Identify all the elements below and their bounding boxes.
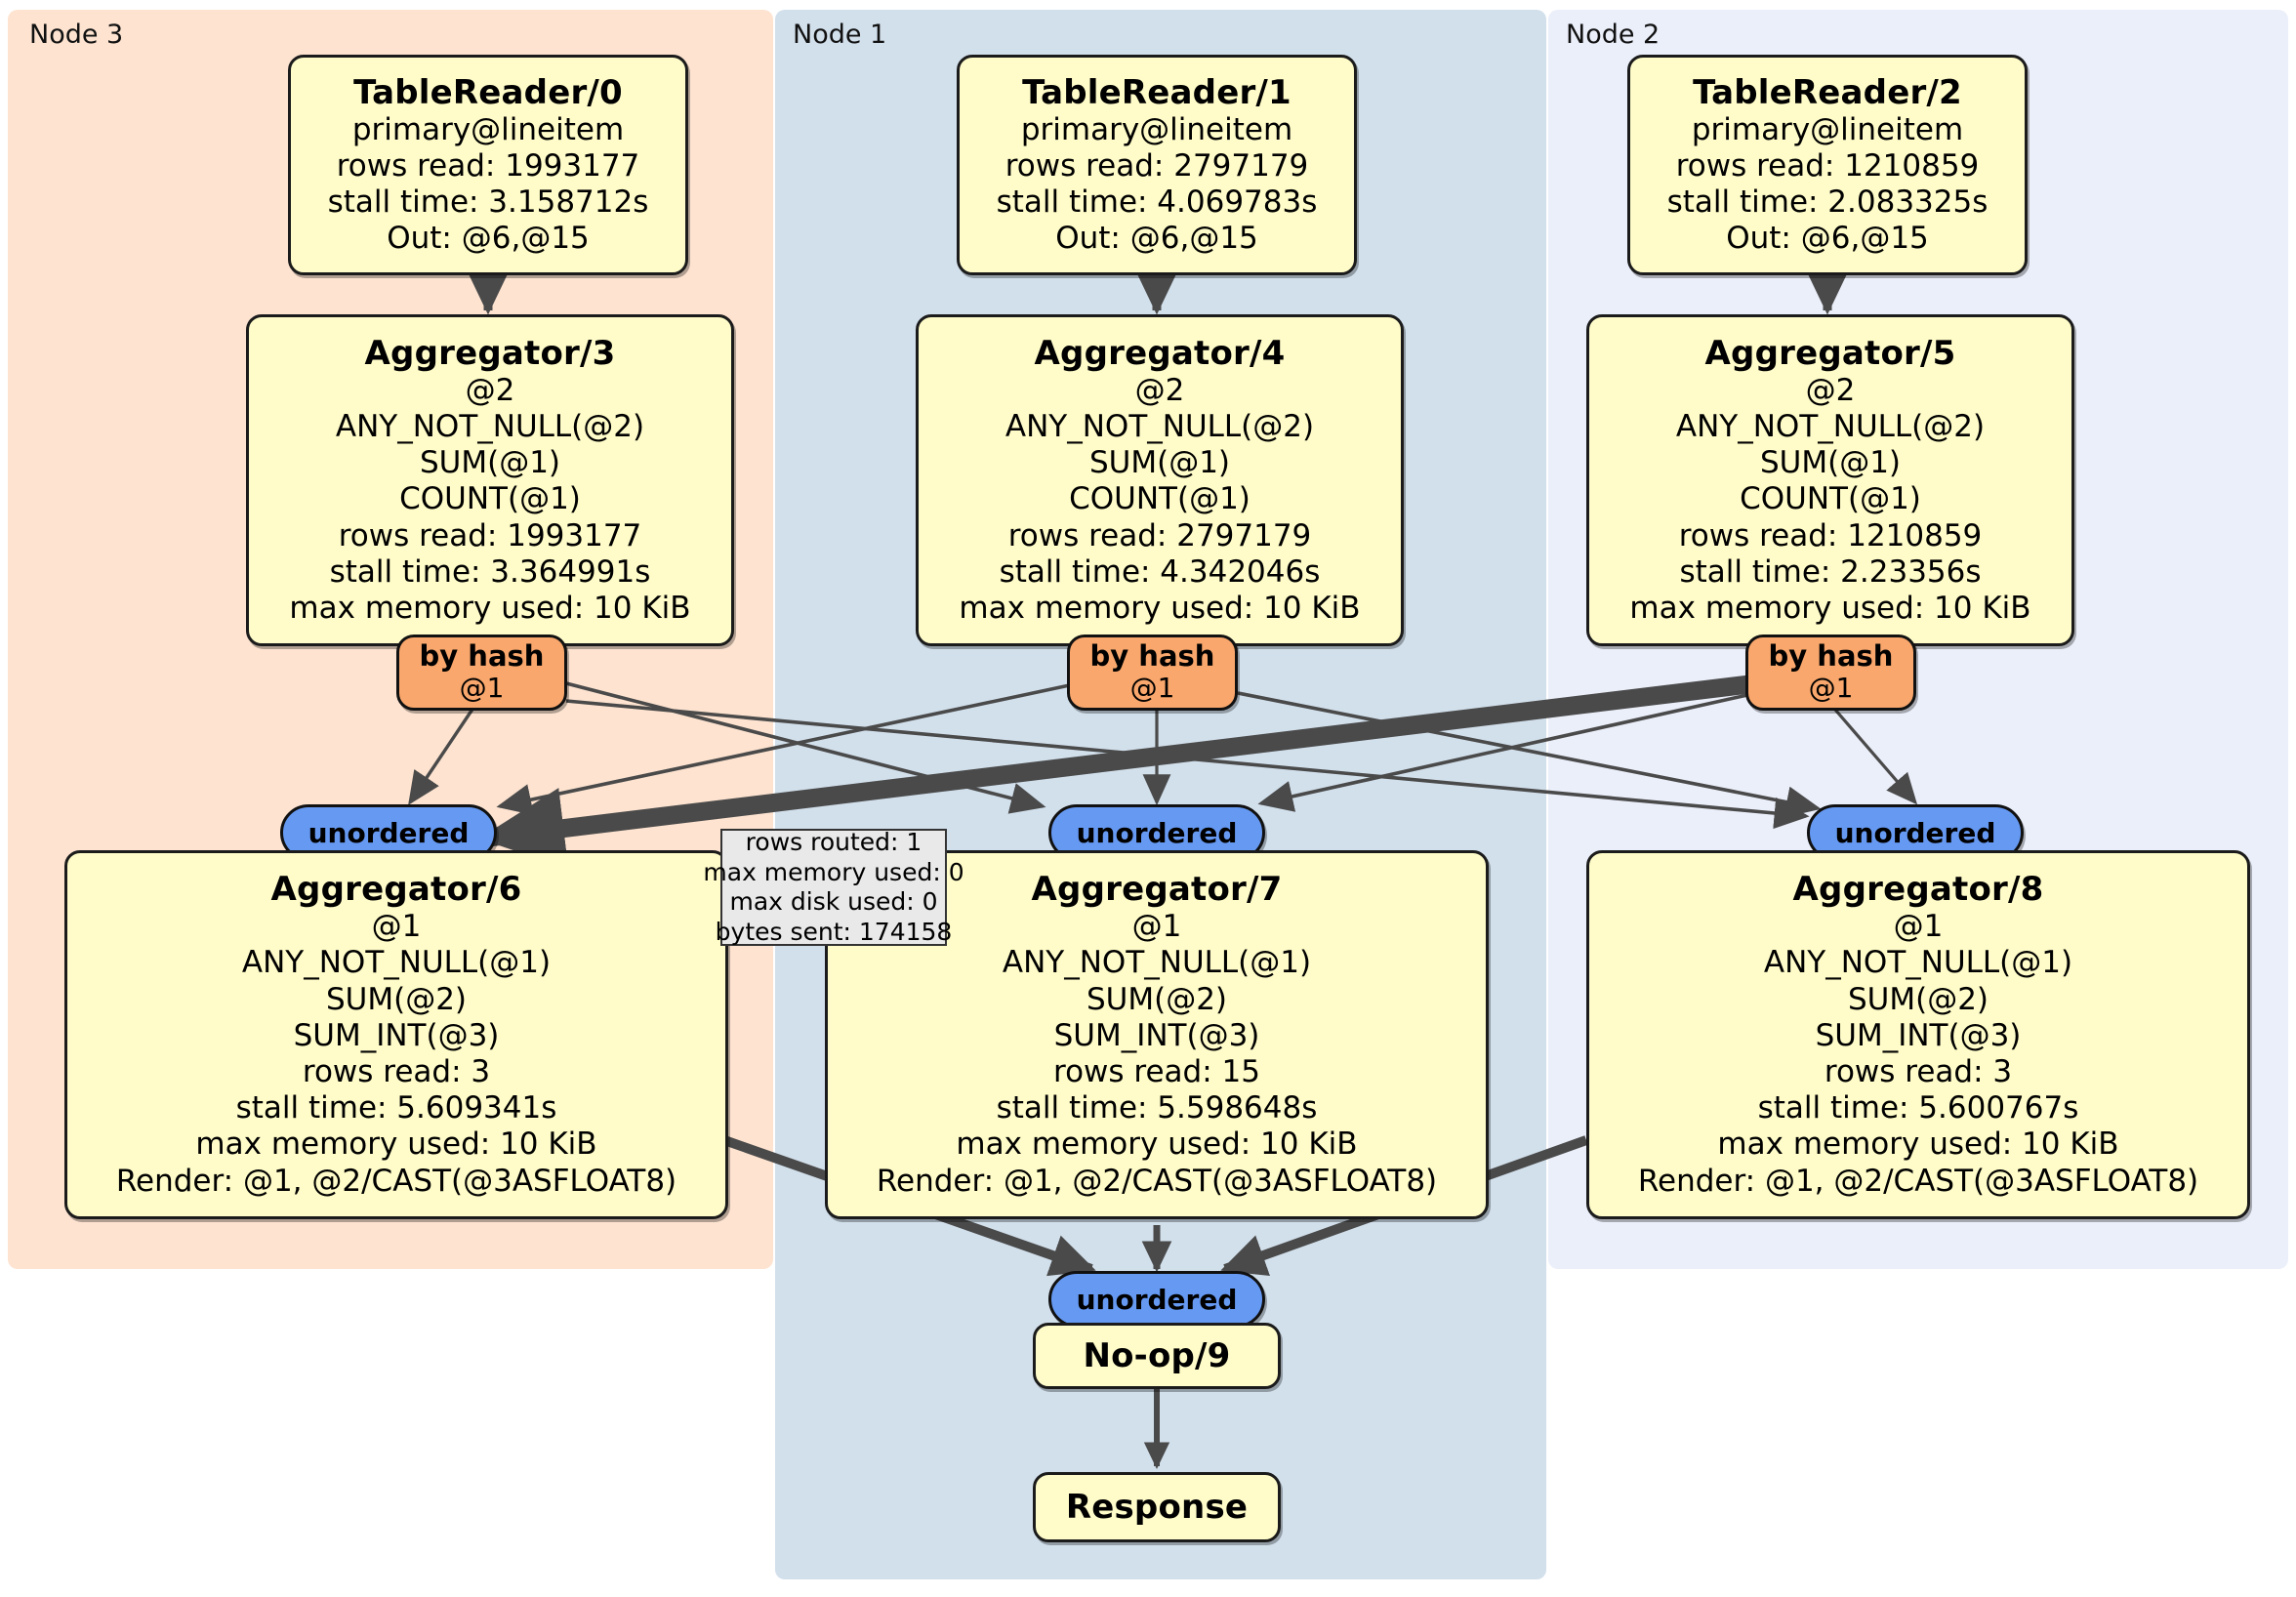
processor-detail: SUM(@1) — [419, 445, 561, 481]
router-type-label: by hash — [1768, 638, 1894, 673]
processor-detail: stall time: 2.23356s — [1679, 553, 1982, 590]
processor-detail: stall time: 4.342046s — [999, 553, 1321, 590]
processor-detail: stall time: 5.609341s — [235, 1090, 557, 1126]
router-by-hash-node-2[interactable]: by hash @1 — [1745, 635, 1916, 711]
processor-detail: Render: @1, @2/CAST(@3ASFLOAT8) — [876, 1163, 1438, 1199]
processor-tablereader-0[interactable]: TableReader/0 primary@lineitem rows read… — [288, 55, 688, 275]
processor-title: Response — [1065, 1487, 1249, 1527]
processor-detail: primary@lineitem — [1020, 111, 1293, 147]
processor-detail: COUNT(@1) — [1740, 481, 1921, 517]
processor-detail: SUM(@2) — [325, 981, 468, 1017]
processor-detail: @2 — [465, 372, 515, 408]
processor-detail: ANY_NOT_NULL(@1) — [1002, 945, 1312, 981]
processor-title: No-op/9 — [1083, 1335, 1231, 1375]
processor-detail: ANY_NOT_NULL(@2) — [1675, 409, 1986, 445]
router-column-label: @1 — [459, 671, 505, 704]
processor-aggregator-8[interactable]: Aggregator/8 @1 ANY_NOT_NULL(@1) SUM(@2)… — [1586, 850, 2250, 1219]
processor-detail: Out: @6,@15 — [1726, 221, 1929, 257]
processor-title: Aggregator/4 — [1034, 333, 1286, 373]
router-by-hash-node-3[interactable]: by hash @1 — [396, 635, 567, 711]
processor-detail: ANY_NOT_NULL(@1) — [1763, 945, 2073, 981]
processor-detail: max memory used: 10 KiB — [289, 591, 691, 627]
processor-detail: primary@lineitem — [1691, 111, 1964, 147]
processor-aggregator-4[interactable]: Aggregator/4 @2 ANY_NOT_NULL(@2) SUM(@1)… — [916, 314, 1404, 646]
router-type-label: by hash — [419, 638, 545, 673]
processor-detail: Out: @6,@15 — [1055, 221, 1258, 257]
processor-detail: SUM_INT(@3) — [1815, 1017, 2022, 1053]
processor-detail: SUM_INT(@3) — [293, 1017, 500, 1053]
processor-detail: rows read: 1993177 — [338, 517, 642, 553]
processor-tablereader-2[interactable]: TableReader/2 primary@lineitem rows read… — [1627, 55, 2028, 275]
panel-label-node-1: Node 1 — [793, 20, 887, 50]
processor-title: TableReader/0 — [353, 72, 623, 112]
edge-stat-line: bytes sent: 174158 — [715, 917, 953, 946]
processor-detail: SUM(@1) — [1759, 445, 1902, 481]
processor-title: Aggregator/6 — [270, 870, 522, 910]
panel-label-node-2: Node 2 — [1566, 20, 1660, 50]
processor-title: TableReader/1 — [1022, 72, 1292, 112]
processor-detail: rows read: 2797179 — [1004, 147, 1309, 184]
processor-detail: ANY_NOT_NULL(@2) — [1004, 409, 1315, 445]
processor-aggregator-3[interactable]: Aggregator/3 @2 ANY_NOT_NULL(@2) SUM(@1)… — [246, 314, 734, 646]
panel-label-node-3: Node 3 — [29, 20, 124, 50]
router-type-label: by hash — [1089, 638, 1215, 673]
processor-detail: max memory used: 10 KiB — [195, 1126, 597, 1163]
processor-detail: Render: @1, @2/CAST(@3ASFLOAT8) — [115, 1163, 677, 1199]
processor-detail: stall time: 3.364991s — [329, 553, 651, 590]
processor-detail: @1 — [1131, 909, 1182, 945]
processor-detail: @2 — [1134, 372, 1185, 408]
processor-detail: primary@lineitem — [351, 111, 625, 147]
processor-detail: rows read: 15 — [1053, 1054, 1260, 1090]
processor-detail: Render: @1, @2/CAST(@3ASFLOAT8) — [1637, 1163, 2199, 1199]
processor-detail: SUM_INT(@3) — [1053, 1017, 1260, 1053]
processor-title: Aggregator/5 — [1704, 333, 1956, 373]
router-by-hash-node-1[interactable]: by hash @1 — [1067, 635, 1238, 711]
processor-detail: max memory used: 10 KiB — [956, 1126, 1358, 1163]
processor-tablereader-1[interactable]: TableReader/1 primary@lineitem rows read… — [957, 55, 1357, 275]
processor-detail: max memory used: 10 KiB — [959, 591, 1361, 627]
router-column-label: @1 — [1129, 671, 1175, 704]
processor-detail: ANY_NOT_NULL(@1) — [241, 945, 552, 981]
stream-unordered-final[interactable]: unordered — [1048, 1271, 1265, 1328]
processor-detail: rows read: 1993177 — [336, 147, 640, 184]
processor-detail: max memory used: 10 KiB — [1629, 591, 2031, 627]
edge-stat-line: rows routed: 1 — [745, 828, 922, 856]
processor-detail: rows read: 1210859 — [1678, 517, 1983, 553]
processor-response[interactable]: Response — [1033, 1472, 1281, 1542]
router-column-label: @1 — [1808, 671, 1854, 704]
processor-detail: @1 — [371, 909, 422, 945]
processor-aggregator-5[interactable]: Aggregator/5 @2 ANY_NOT_NULL(@2) SUM(@1)… — [1586, 314, 2074, 646]
processor-detail: COUNT(@1) — [399, 481, 581, 517]
processor-detail: ANY_NOT_NULL(@2) — [335, 409, 645, 445]
processor-title: Aggregator/3 — [364, 333, 616, 373]
processor-detail: stall time: 2.083325s — [1666, 184, 1988, 221]
processor-aggregator-7[interactable]: Aggregator/7 @1 ANY_NOT_NULL(@1) SUM(@2)… — [825, 850, 1489, 1219]
processor-detail: rows read: 1210859 — [1675, 147, 1980, 184]
processor-title: Aggregator/7 — [1031, 870, 1283, 910]
processor-aggregator-6[interactable]: Aggregator/6 @1 ANY_NOT_NULL(@1) SUM(@2)… — [64, 850, 728, 1219]
stream-unordered-node-2[interactable]: unordered — [1807, 804, 2024, 861]
processor-detail: max memory used: 10 KiB — [1717, 1126, 2119, 1163]
processor-detail: SUM(@2) — [1086, 981, 1228, 1017]
processor-detail: rows read: 3 — [302, 1054, 491, 1090]
processor-noop-9[interactable]: No-op/9 — [1033, 1323, 1281, 1389]
processor-detail: Out: @6,@15 — [387, 221, 590, 257]
processor-detail: rows read: 3 — [1824, 1054, 2013, 1090]
edge-stats-box: rows routed: 1 max memory used: 0 max di… — [703, 828, 964, 946]
processor-detail: @2 — [1805, 372, 1856, 408]
processor-detail: SUM(@2) — [1847, 981, 1989, 1017]
processor-detail: stall time: 5.598648s — [996, 1090, 1318, 1126]
processor-detail: stall time: 5.600767s — [1757, 1090, 2079, 1126]
edge-stat-line: max memory used: 0 — [703, 857, 964, 886]
processor-detail: rows read: 2797179 — [1007, 517, 1312, 553]
processor-title: Aggregator/8 — [1792, 870, 2044, 910]
processor-detail: stall time: 4.069783s — [996, 184, 1318, 221]
processor-detail: stall time: 3.158712s — [327, 184, 649, 221]
processor-title: TableReader/2 — [1693, 72, 1962, 112]
processor-detail: SUM(@1) — [1088, 445, 1231, 481]
processor-detail: COUNT(@1) — [1069, 481, 1250, 517]
processor-detail: @1 — [1893, 909, 1944, 945]
edge-stat-line: max disk used: 0 — [729, 887, 938, 916]
